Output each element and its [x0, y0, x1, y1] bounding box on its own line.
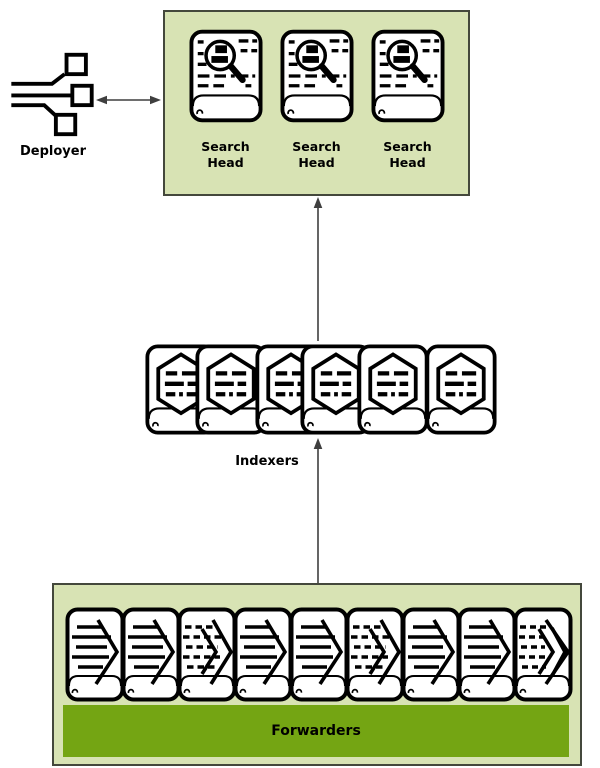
search-head-icon — [371, 29, 445, 123]
deployer-icon — [8, 48, 96, 140]
search-head-icon — [280, 29, 354, 123]
forwarder-icon — [457, 607, 517, 702]
search-head-node: Search Head — [279, 29, 355, 170]
search-head-label: Search Head — [383, 139, 432, 170]
forwarder-icon — [121, 607, 181, 702]
indexers-label: Indexers — [235, 454, 299, 469]
search-head-label: Search Head — [292, 139, 341, 170]
search-head-node: Search Head — [370, 29, 446, 170]
search-head-row: Search Head Search Head Search Head — [165, 12, 468, 170]
forwarder-icon — [513, 607, 573, 702]
search-head-node: Search Head — [188, 29, 264, 170]
connector-indexers-searchheads — [313, 197, 323, 341]
forwarder-icon — [65, 607, 125, 702]
forwarders-bar: Forwarders — [63, 705, 569, 757]
forwarder-icon — [345, 607, 405, 702]
forwarders-label: Forwarders — [271, 723, 361, 739]
search-head-icon — [189, 29, 263, 123]
forwarder-icon — [289, 607, 349, 702]
connector-deployer-searchheads — [96, 95, 161, 105]
forwarder-icon — [233, 607, 293, 702]
indexer-icon — [357, 342, 429, 437]
forwarder-icon — [177, 607, 237, 702]
search-head-label: Search Head — [201, 139, 250, 170]
search-head-cluster-box: Search Head Search Head Search Head — [163, 10, 470, 196]
forwarder-icon — [401, 607, 461, 702]
deployer-label: Deployer — [19, 144, 86, 159]
indexer-icon — [425, 342, 497, 437]
